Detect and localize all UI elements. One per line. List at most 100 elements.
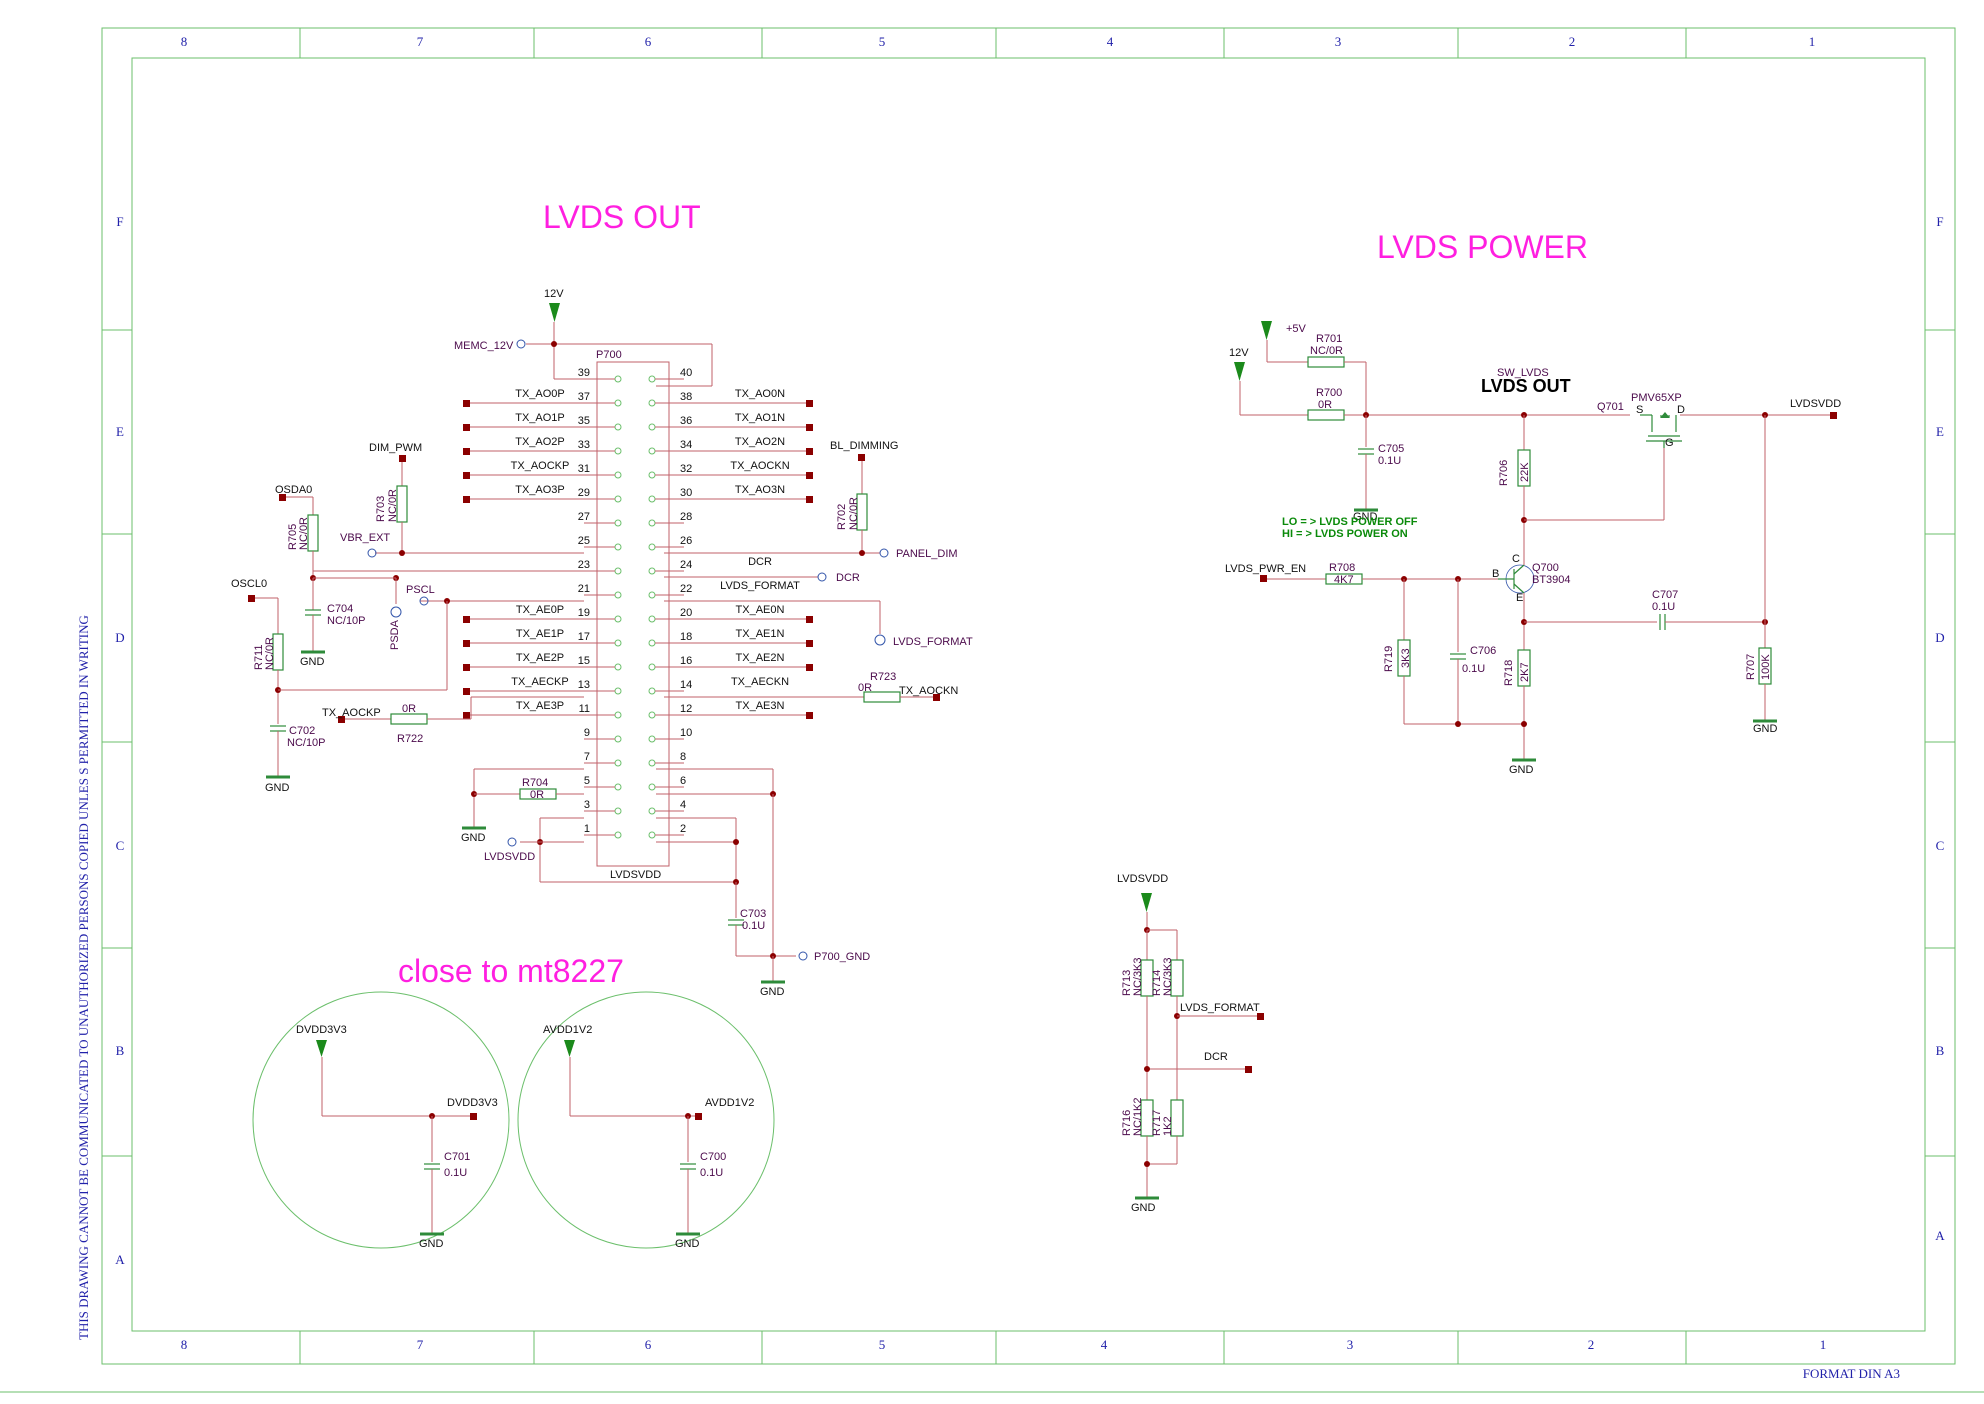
pin-contact <box>614 423 622 431</box>
ref-r705: R705 <box>287 524 299 550</box>
offpage-connector-icon <box>419 596 429 606</box>
val-r722: 0R <box>402 703 416 715</box>
val-c701: 0.1U <box>444 1167 467 1179</box>
pin-number-left: 7 <box>584 751 590 763</box>
power-arrow-icon <box>1234 362 1245 381</box>
val-c702: NC/10P <box>287 737 326 749</box>
power-arrow-icon <box>1261 321 1272 340</box>
pin-contact <box>648 375 656 383</box>
pin-contact <box>648 639 656 647</box>
gnd-c701: GND <box>419 1238 444 1250</box>
pin-contact <box>648 567 656 575</box>
net-port <box>806 400 813 407</box>
pin-number-left: 35 <box>578 415 590 427</box>
net-12v-power: 12V <box>1229 347 1249 359</box>
power-arrow-icon <box>1141 893 1152 912</box>
net-port <box>463 424 470 431</box>
pin-contact <box>614 615 622 623</box>
pin-number-right: 16 <box>680 655 692 667</box>
power-arrow-icon <box>316 1040 327 1057</box>
col-label: 1 <box>1820 1337 1827 1352</box>
pin-d: D <box>1677 404 1685 416</box>
pin-number-left: 21 <box>578 583 590 595</box>
pin-contact <box>614 495 622 503</box>
pin-number-right: 12 <box>680 703 692 715</box>
net-label-left: TX_AOCKP <box>511 460 570 472</box>
net-5v: +5V <box>1286 323 1307 335</box>
ref-r706: R706 <box>1498 460 1510 486</box>
pin-number-left: 33 <box>578 439 590 451</box>
ref-r701: R701 <box>1316 333 1342 345</box>
pin-contact <box>648 423 656 431</box>
net-label-right: TX_AE0N <box>736 604 785 616</box>
ref-c706: C706 <box>1470 645 1496 657</box>
pin-contact <box>648 735 656 743</box>
pin-number-right: 26 <box>680 535 692 547</box>
ref-r716: R716 <box>1121 1110 1133 1136</box>
col-label: 6 <box>645 1337 652 1352</box>
net-label-right: TX_AECKN <box>731 676 789 688</box>
sw-lvds-big-label: LVDS OUT <box>1481 376 1571 396</box>
column-labels-top: 8 7 6 5 4 3 2 1 <box>181 34 1816 49</box>
drawing-frame <box>0 27 1984 1393</box>
note-hi: HI = > LVDS POWER ON <box>1282 528 1408 540</box>
net-label-left: TX_AE3P <box>516 700 564 712</box>
net-lvdsvdd-format: LVDSVDD <box>1117 873 1168 885</box>
val-r713: NC/3K3 <box>1132 957 1144 996</box>
net-lvds-pwr-en: LVDS_PWR_EN <box>1225 563 1306 575</box>
offpage-connector-icon <box>879 548 889 558</box>
net-port <box>806 496 813 503</box>
note-lo: LO = > LVDS POWER OFF <box>1282 516 1418 528</box>
pin-number-right: 18 <box>680 631 692 643</box>
net-dcr-block: DCR <box>1204 1051 1228 1063</box>
net-port <box>806 664 813 671</box>
right-signal-block: BL_DIMMING R702 NC/0R PANEL_DIM DCR LVDS… <box>656 440 973 998</box>
pin-contact <box>614 591 622 599</box>
pin-contact <box>648 615 656 623</box>
pin-contact <box>614 663 622 671</box>
val-r711: NC/0R <box>264 637 276 670</box>
net-dvdd3v3-right: DVDD3V3 <box>447 1097 498 1109</box>
pin-contact <box>614 639 622 647</box>
gnd-r707: GND <box>1753 723 1778 735</box>
val-r718: 2K7 <box>1519 662 1531 682</box>
net-avdd1v2-top: AVDD1V2 <box>543 1024 592 1036</box>
ref-r711: R711 <box>253 645 265 670</box>
net-oscl0: OSCL0 <box>231 578 267 590</box>
net-pscl: PSCL <box>406 584 435 596</box>
ref-r703: R703 <box>375 496 387 522</box>
net-label-right: TX_AOCKN <box>730 460 789 472</box>
pin-number-left: 19 <box>578 607 590 619</box>
pin-contact <box>648 807 656 815</box>
col-label: 7 <box>417 34 424 49</box>
net-label-right: TX_AO3N <box>735 484 785 496</box>
pin-contact <box>648 543 656 551</box>
ref-r719: R719 <box>1383 646 1395 672</box>
ref-r713: R713 <box>1121 970 1133 996</box>
val-r707: 100K <box>1760 654 1772 680</box>
pin-contact <box>614 375 622 383</box>
format-label: FORMAT DIN A3 <box>1803 1366 1900 1381</box>
net-label-right: TX_AE1N <box>736 628 785 640</box>
row-label: D <box>1935 630 1944 645</box>
pin-e: E <box>1516 592 1523 604</box>
net-lvdsvdd: LVDSVDD <box>610 869 661 881</box>
net-lvds-format-right: LVDS_FORMAT <box>893 636 973 648</box>
pin-number-left: 15 <box>578 655 590 667</box>
net-label-left: TX_AE0P <box>516 604 564 616</box>
ref-r702: R702 <box>836 504 848 530</box>
pin-contact <box>614 519 622 527</box>
pin-number-left: 39 <box>578 367 590 379</box>
net-label-left: TX_AO0P <box>515 388 565 400</box>
val-c703: 0.1U <box>742 920 765 932</box>
row-label: B <box>1936 1043 1945 1058</box>
pin-b: B <box>1492 568 1499 580</box>
pin-contact <box>648 495 656 503</box>
net-label-left: TX_AECKP <box>511 676 568 688</box>
column-labels-bottom: 8 7 6 5 4 3 2 1 <box>181 1337 1827 1352</box>
net-port <box>463 616 470 623</box>
net-label-right: LVDS_FORMAT <box>720 580 800 592</box>
net-memc: MEMC_12V <box>454 340 514 352</box>
col-label: 1 <box>1809 34 1816 49</box>
